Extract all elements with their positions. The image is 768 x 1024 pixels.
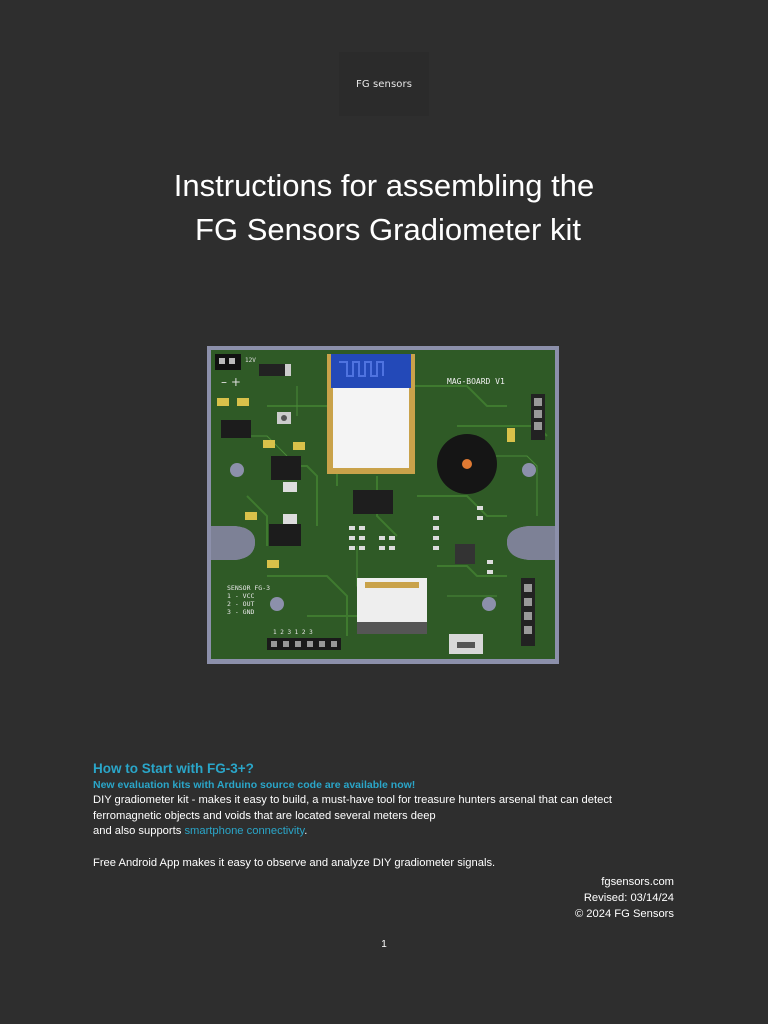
description-line-3-text: and also supports: [93, 825, 185, 837]
page-number: 1: [381, 939, 387, 950]
pcb-sensor-pin-1: 1 - VCC: [227, 592, 254, 600]
description-line-3: and also supports smartphone connectivit…: [93, 824, 693, 840]
pcb-board-label: MAG-BOARD V1: [447, 377, 505, 386]
description-line-3-end: .: [304, 825, 308, 837]
section-heading: How to Start with FG-3+?: [93, 761, 254, 776]
title-line-1: Instructions for assembling the: [173, 168, 595, 203]
description-line-2: ferromagnetic objects and voids that are…: [93, 809, 436, 822]
pcb-sensor-pin-2: 2 - OUT: [227, 600, 254, 608]
pcb-sensor-pin-3: 3 - GND: [227, 608, 254, 616]
android-app-text: Free Android App makes it easy to observ…: [93, 856, 496, 869]
revised-date: Revised: 03/14/24: [583, 892, 674, 904]
pcb-sensor-label: SENSOR FG-3: [227, 584, 270, 592]
company-logo: FG sensors: [339, 52, 429, 116]
svg-text:– +: – +: [221, 375, 241, 389]
section-subheading: New evaluation kits with Arduino source …: [93, 779, 416, 791]
copyright-text: © 2024 FG Sensors: [574, 908, 674, 920]
pcb-connector-numbers: 1 2 3 1 2 3: [273, 629, 313, 636]
intro-section: How to Start with FG-3+? New evaluation …: [93, 760, 693, 871]
pcb-voltage-label: 12V: [245, 357, 256, 364]
description-line-1: DIY gradiometer kit - makes it easy to b…: [93, 794, 613, 806]
website-text: fgsensors.com: [601, 876, 674, 888]
smartphone-connectivity-link[interactable]: smartphone connectivity: [184, 825, 305, 837]
document-info: fgsensors.com Revised: 03/14/24 © 2024 F…: [575, 874, 674, 922]
title-line-2: FG Sensors Gradiometer kit: [195, 212, 581, 247]
logo-text: FG sensors: [355, 78, 413, 90]
document-title: Instructions for assembling the FG Senso…: [0, 164, 768, 252]
pcb-render-image: 12V – + MAG-BOARD V1: [207, 346, 559, 664]
